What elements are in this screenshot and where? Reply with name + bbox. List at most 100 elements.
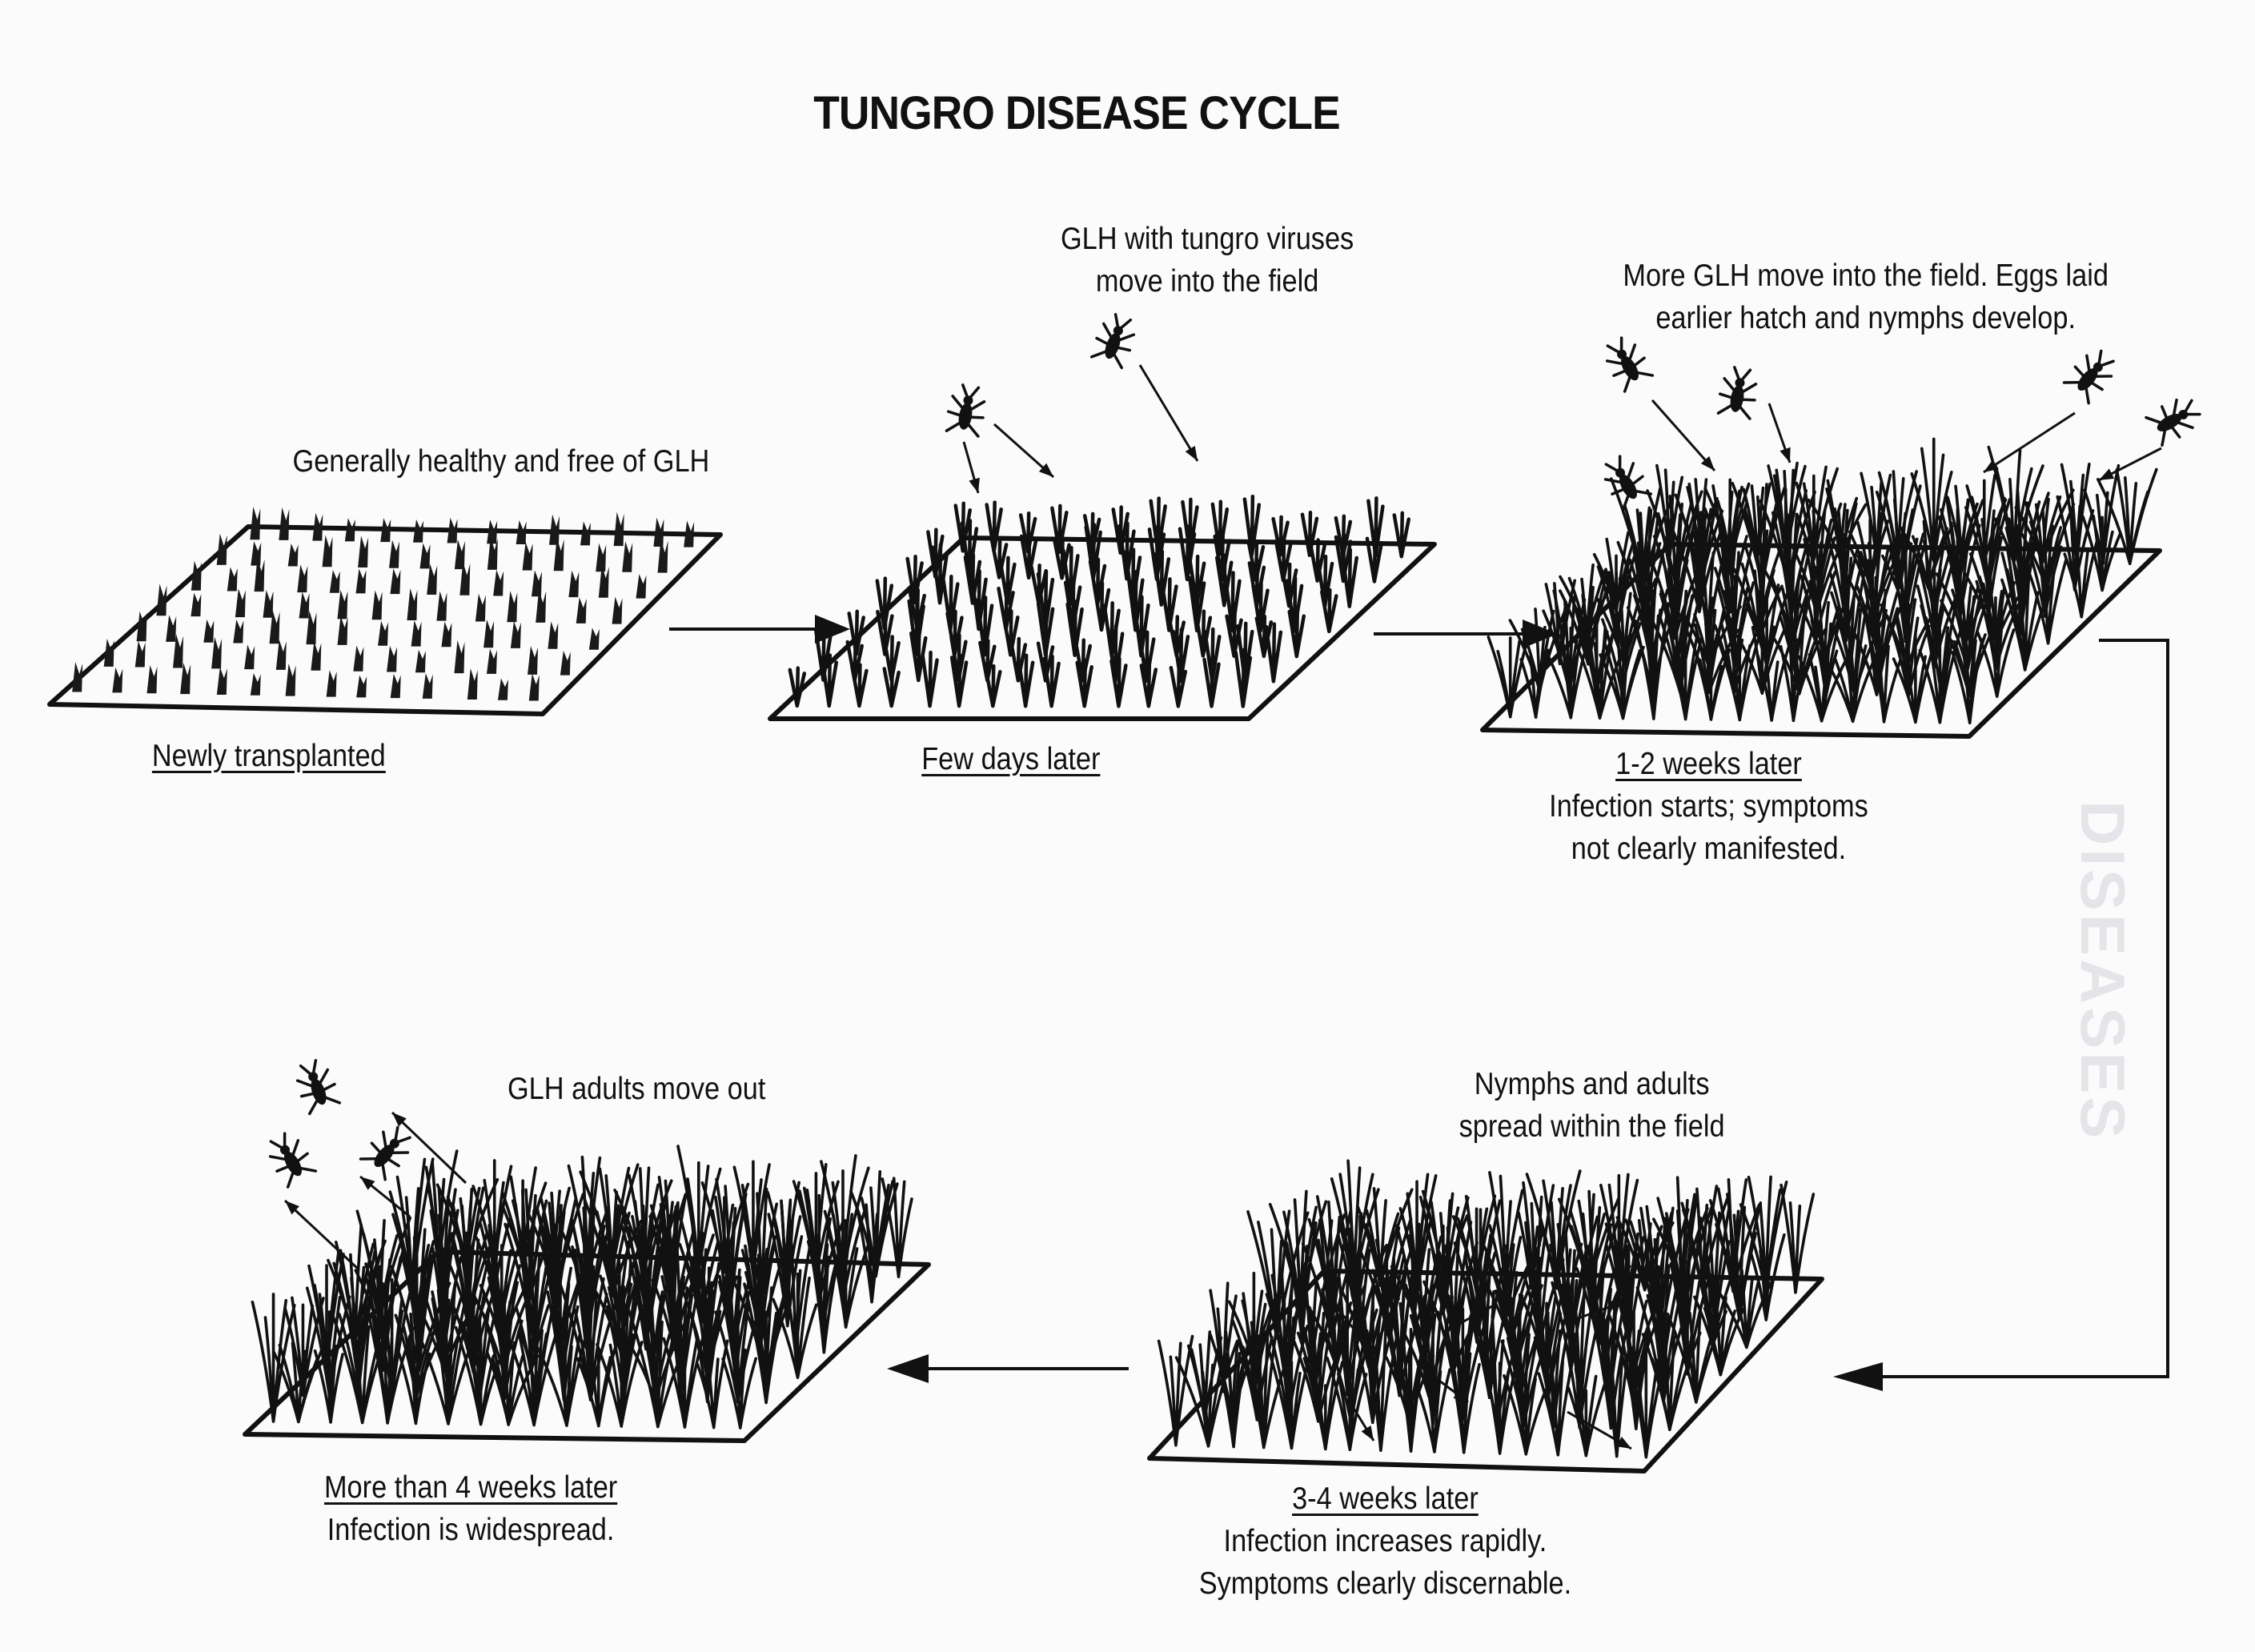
rice-plant [276,640,287,670]
rice-plant [217,534,227,565]
rice-plant [330,570,340,593]
rice-plant [596,543,606,571]
rice-plant [217,667,227,695]
glh-insect-icon [1598,451,1652,511]
rice-plant [1290,609,1304,656]
rice-plant [423,673,433,699]
movement-arrow [1769,403,1791,463]
rice-plant [299,592,310,619]
rice-plant [323,535,333,567]
glh-insect-icon [1717,366,1760,419]
diagram-title: TUNGRO DISEASE CYCLE [86,86,2068,140]
panel-4-note: Nymphs and adults spread within the fiel… [1459,1063,1725,1148]
panel-2-caption: Few days later [921,738,1100,780]
rice-plant [523,542,533,570]
rice-plant [1154,551,1169,605]
rice-plant [358,535,368,567]
panel-1-caption: Newly transplanted [152,735,386,777]
panel-5-detail-1: Infection is widespread. [324,1509,617,1551]
rice-plant [467,668,478,700]
rice-plant [568,571,579,597]
rice-plant [885,667,899,706]
glh-insect-icon [263,1129,317,1188]
rice-plant [475,594,486,622]
panel-3-stage: 1-2 weeks later [1549,743,1868,785]
glh-insect-icon [291,1057,341,1114]
rice-plant [952,655,966,706]
rice-plant [166,615,176,642]
rice-plant [288,543,299,566]
rice-plant [576,597,587,623]
rice-plant [985,666,1000,706]
rice-plant [156,583,167,615]
panel-4-stage: 3-4 weeks later [1199,1478,1571,1520]
movement-arrow [1652,400,1715,471]
rice-plant [233,620,243,643]
rice-plant [235,588,246,617]
rice-plant [297,564,307,592]
rice-plant [1063,547,1077,603]
page-margin-text: DISEASES [2066,800,2139,1141]
rice-plant [244,644,255,669]
panel-3-caption: 1-2 weeks later Infection starts; sympto… [1549,743,1868,870]
rice-plant [1394,513,1409,556]
rice-plant [1266,624,1281,682]
rice-plant [337,590,347,620]
rice-plant [589,628,600,649]
rice-plant [441,622,451,648]
rice-plant [389,540,399,568]
arrow-panel4-to-panel5 [887,1354,1129,1383]
rice-plant [560,651,571,676]
rice-plant [415,650,426,672]
panel-3-note: More GLH move into the field. Eggs laid … [1623,255,2109,339]
rice-plant [923,652,937,706]
rice-plant [112,668,122,693]
glh-insect-icon [945,383,989,437]
rice-plant [250,507,260,539]
panel-4-detail-1: Infection increases rapidly. [1199,1520,1571,1562]
rice-plant [1018,656,1033,706]
glh-insect-icon [1090,311,1140,368]
rice-plant [487,649,497,674]
rice-plant [992,539,1006,578]
rice-plant [191,593,201,616]
panel-4-caption: 3-4 weeks later Infection increases rapi… [1199,1478,1571,1605]
panel-3-detail-1: Infection starts; symptoms [1549,785,1868,828]
panel-2-stage: Few days later [921,738,1100,780]
rice-plant [252,1294,294,1421]
rice-plant [532,571,542,597]
rice-plant [72,662,82,692]
rice-plant [498,678,508,700]
rice-plant [227,567,238,591]
rice-plant [135,641,146,668]
rice-plant [636,574,646,599]
movement-arrow [964,442,980,493]
panel-5-note: GLH adults move out [508,1068,765,1110]
rice-plant [390,568,400,594]
rice-plant [1068,602,1082,656]
rice-plant [1159,1337,1193,1446]
panel-1-stage: Newly transplanted [152,735,386,777]
rice-plant [411,620,422,646]
rice-plant [529,674,540,701]
movement-arrow [1140,365,1198,461]
rice-plant [511,621,521,648]
rice-plant [612,597,622,624]
movement-arrow [994,424,1053,477]
rice-plant [279,507,289,540]
rice-plant [1045,656,1059,706]
glh-insect-icon [1599,333,1654,392]
rice-plant [484,620,494,648]
rice-plant [327,670,337,696]
rice-plant [822,656,837,706]
rice-plant [353,645,363,671]
rice-plant [1322,590,1336,632]
panel-4-detail-2: Symptoms clearly discernable. [1199,1562,1571,1605]
rice-plant [548,622,558,649]
panel-3-detail-2: not clearly manifested. [1549,828,1868,870]
movement-arrow [285,1201,359,1269]
panel-1-note: Generally healthy and free of GLH [293,440,710,483]
rice-plant [419,543,430,568]
rice-plant [1342,550,1357,607]
